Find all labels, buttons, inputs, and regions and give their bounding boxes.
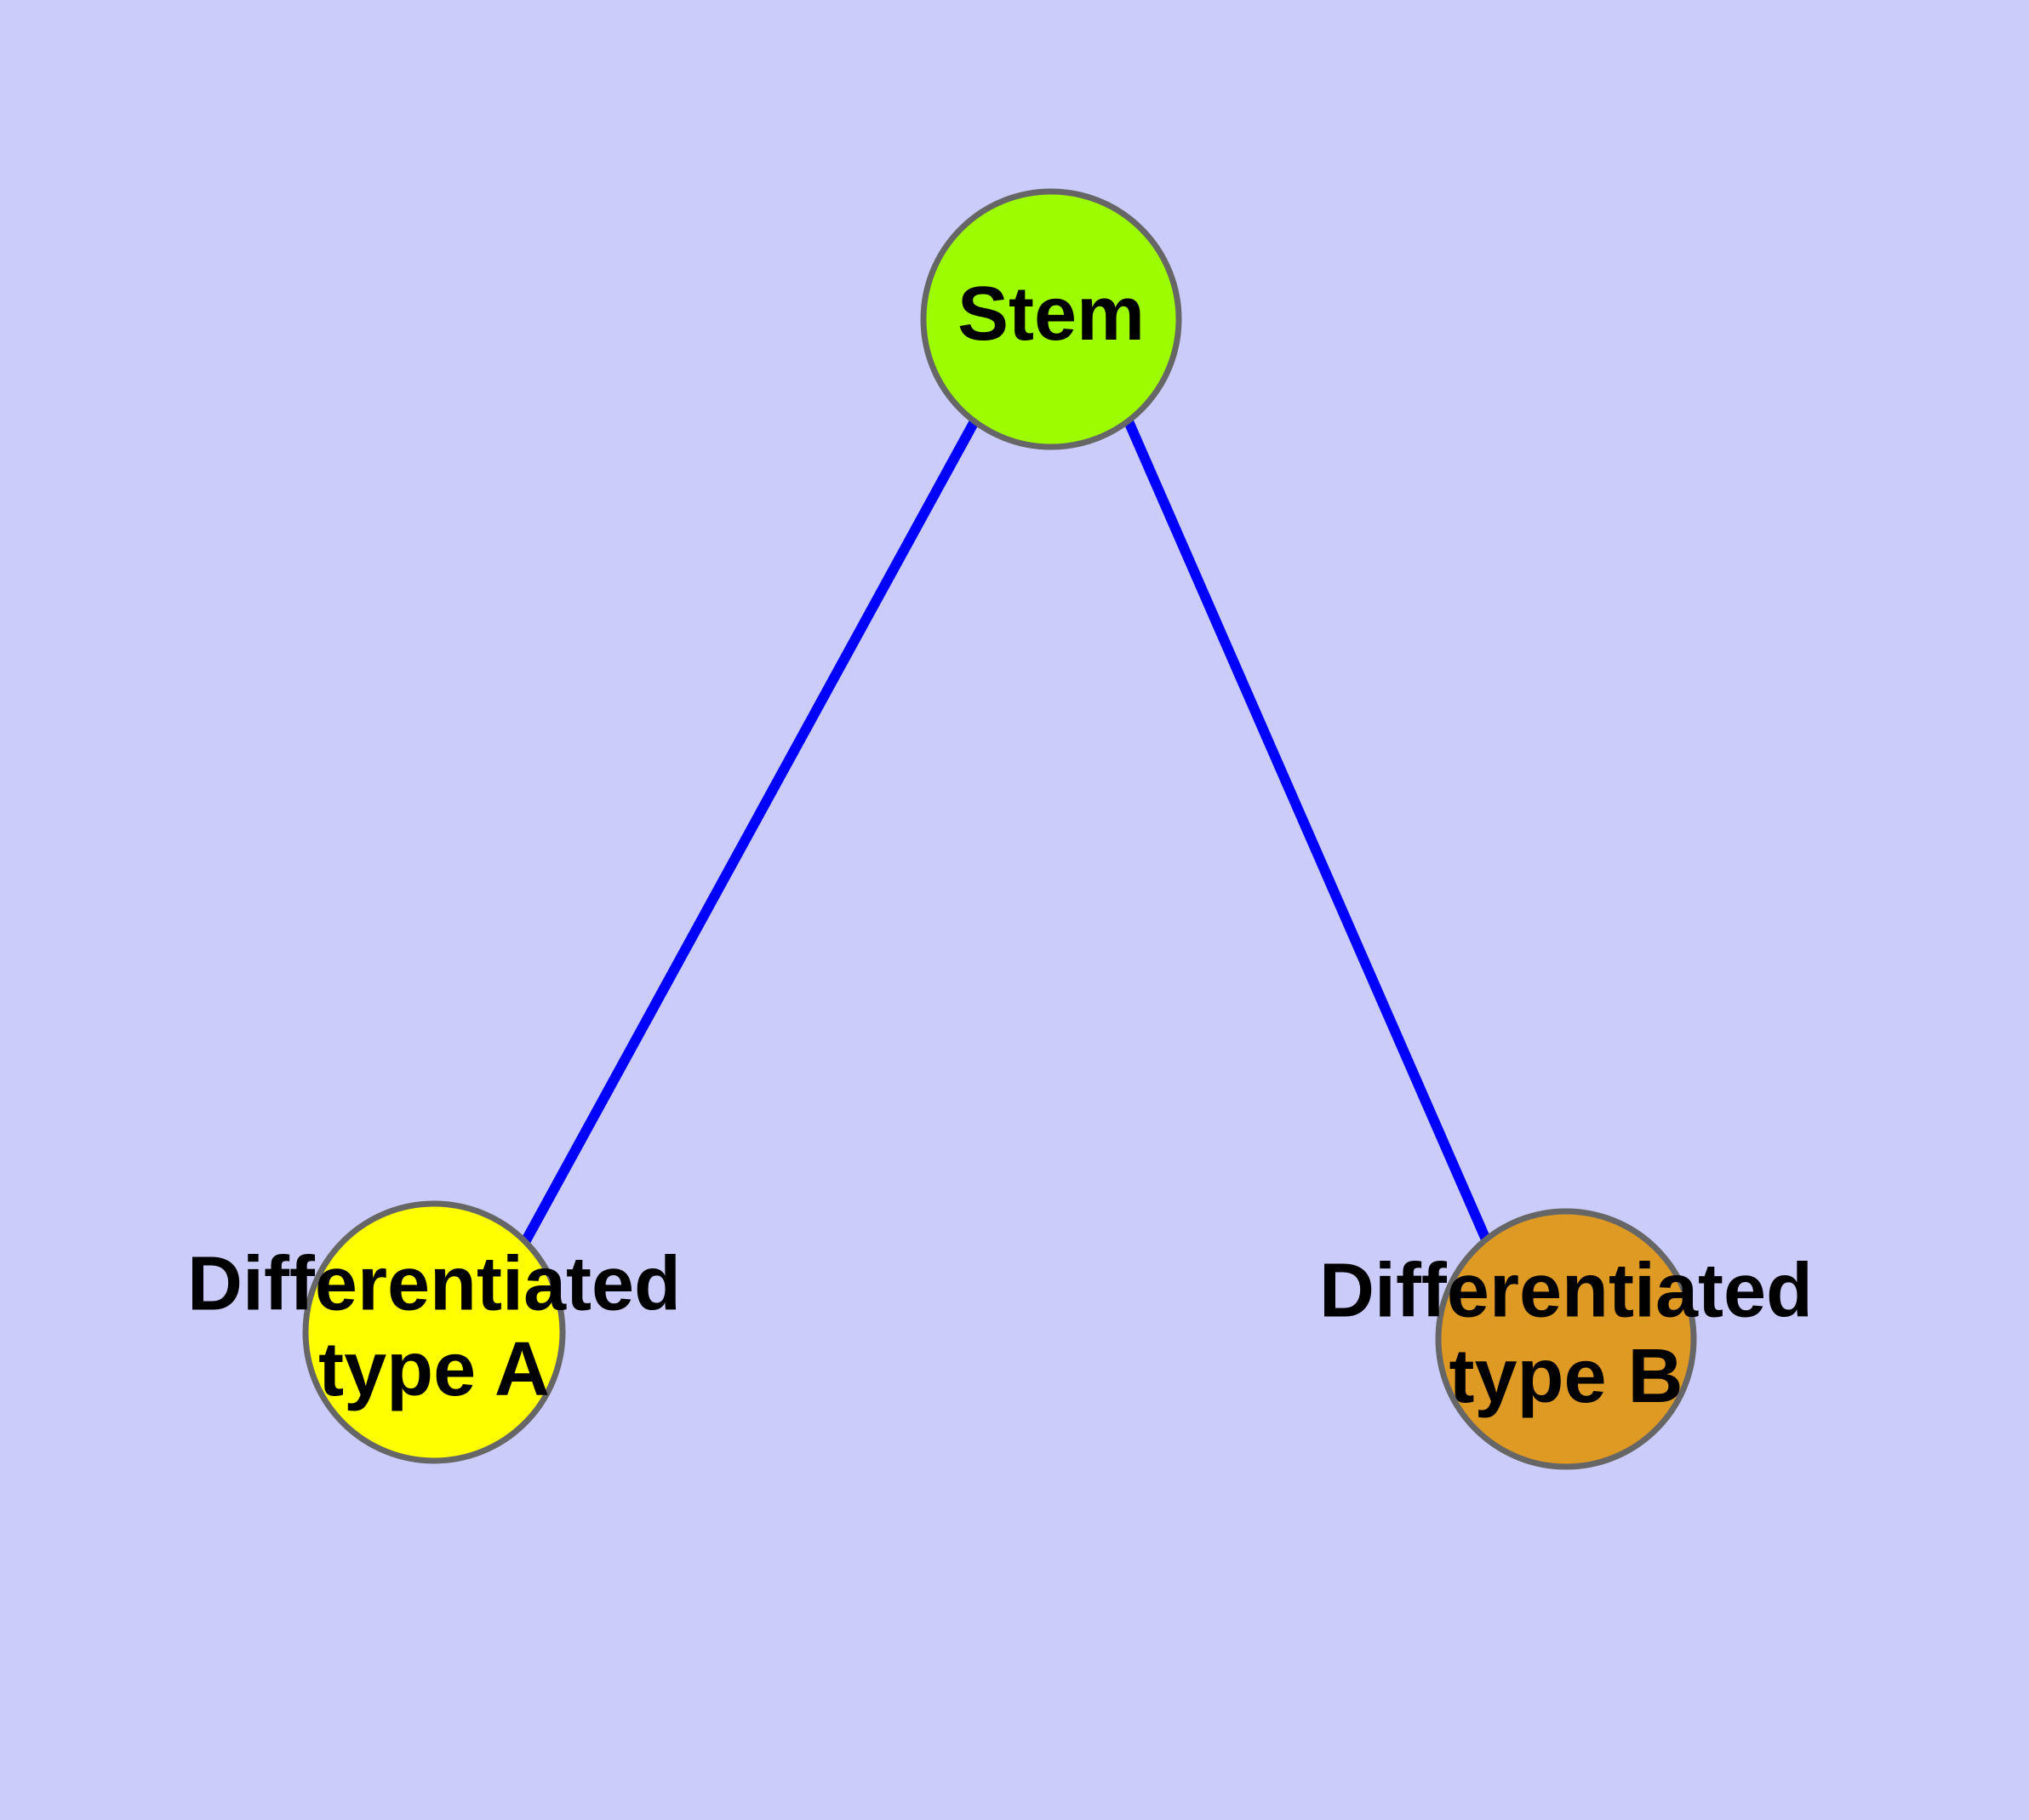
node-label-diff_a-line-2: type A [318,1327,550,1412]
edges-layer [520,419,1494,1248]
node-circle-diff_a[interactable] [302,1200,566,1464]
node-label-diff_b-line-2: type B [1449,1334,1683,1419]
node-stem[interactable]: Stem [920,188,1182,450]
edge-stem-diff-a[interactable] [520,419,980,1245]
edge-stem-diff-b[interactable] [1123,419,1494,1248]
node-label-diff_b-line-1: Differentiated [1319,1248,1813,1333]
node-label-stem: Stem [957,272,1145,357]
node-circle-diff_b[interactable] [1435,1208,1697,1470]
node-circle-stem[interactable] [920,188,1182,450]
node-label-diff_a-line-1: Differentiated [187,1241,681,1326]
